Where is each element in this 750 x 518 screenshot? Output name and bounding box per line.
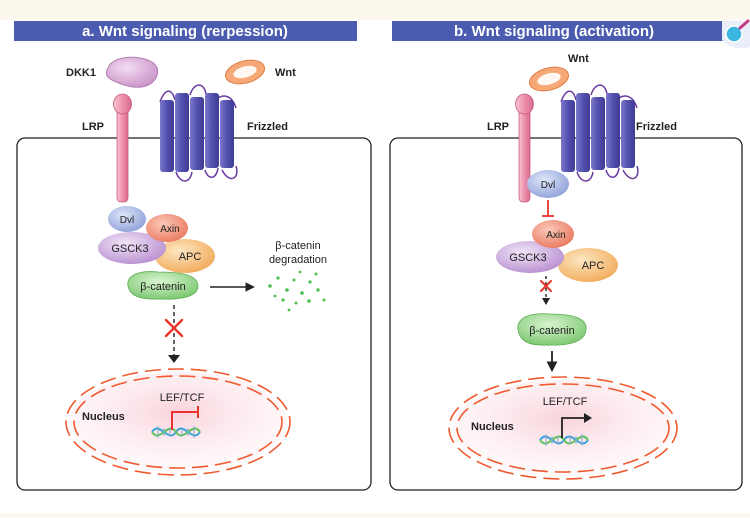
axin-protein [146,214,188,242]
axin-label: Axin [160,224,179,235]
wnt-label-b: Wnt [568,53,589,65]
gsck3-protein [98,232,166,264]
magnifier-icon[interactable] [722,19,750,49]
panel-b-title: b. Wnt signaling (activation) [454,23,654,40]
nucleus-a [65,368,291,476]
wnt-ligand-b [528,66,570,92]
lrp-label: LRP [82,121,104,133]
blocked-arrowhead [168,355,180,363]
blocked-degradation-arrowhead [542,298,550,305]
block-x-icon [164,318,184,338]
lrp-receptor-b [515,93,534,203]
apc-protein [155,239,215,273]
dvl-protein [108,206,146,232]
nucleus-label-b: Nucleus [471,421,514,433]
panel-a-banner [14,21,357,41]
gsck3-label: GSCK3 [111,243,148,255]
lef-tcf-label-b: LEF/TCF [543,396,588,408]
panel-b-banner [392,21,735,41]
dvl-label: Dvl [120,215,134,226]
wnt-label: Wnt [275,67,296,79]
wnt-ligand [224,59,266,85]
frizzled-label-b: Frizzled [636,121,677,133]
lrp-label-b: LRP [487,121,509,133]
nucleus-b [448,376,678,480]
dkk1-protein [105,56,159,88]
dna-helix-icon [151,426,201,438]
dvl-label-b: Dvl [541,180,555,191]
lef-tcf-label-a: LEF/TCF [160,392,205,404]
frizzled-label: Frizzled [247,121,288,133]
transcription-active-arrow-icon [561,413,592,438]
nucleus-label-a: Nucleus [82,411,125,423]
transcription-inhibited-icon [171,406,199,430]
beta-catenin-protein [127,271,199,300]
frizzled-receptor [159,84,238,182]
axin-protein-b [532,220,574,248]
apc-protein-b [558,248,618,282]
panel-a-title: a. Wnt signaling (rerpession) [82,23,288,40]
degraded-fragments [268,270,326,312]
apc-label: APC [179,251,202,263]
axin-label-b: Axin [546,230,565,241]
dkk1-label: DKK1 [66,67,96,79]
dvl-protein-b [527,170,569,198]
beta-catenin-protein-b [517,313,587,346]
panel-a: a. Wnt signaling (rerpession) DKK1 Wnt L… [14,21,372,491]
beta-catenin-label-b: β-catenin [529,325,574,337]
dvl-inhibits-axin [542,200,554,217]
gsck3-protein-b [496,241,564,273]
degradation-label-1: β-catenin [275,240,320,252]
lrp-receptor [113,93,132,203]
block-x-icon-b [540,280,552,292]
panel-b: b. Wnt signaling (activation) Wnt LRP [389,19,750,491]
gsck3-label-b: GSCK3 [509,252,546,264]
apc-label-b: APC [582,260,605,272]
frizzled-receptor-b [560,84,639,182]
beta-catenin-label: β-catenin [140,281,185,293]
degradation-label-2: degradation [269,254,327,266]
dna-helix-icon-b [539,434,589,446]
